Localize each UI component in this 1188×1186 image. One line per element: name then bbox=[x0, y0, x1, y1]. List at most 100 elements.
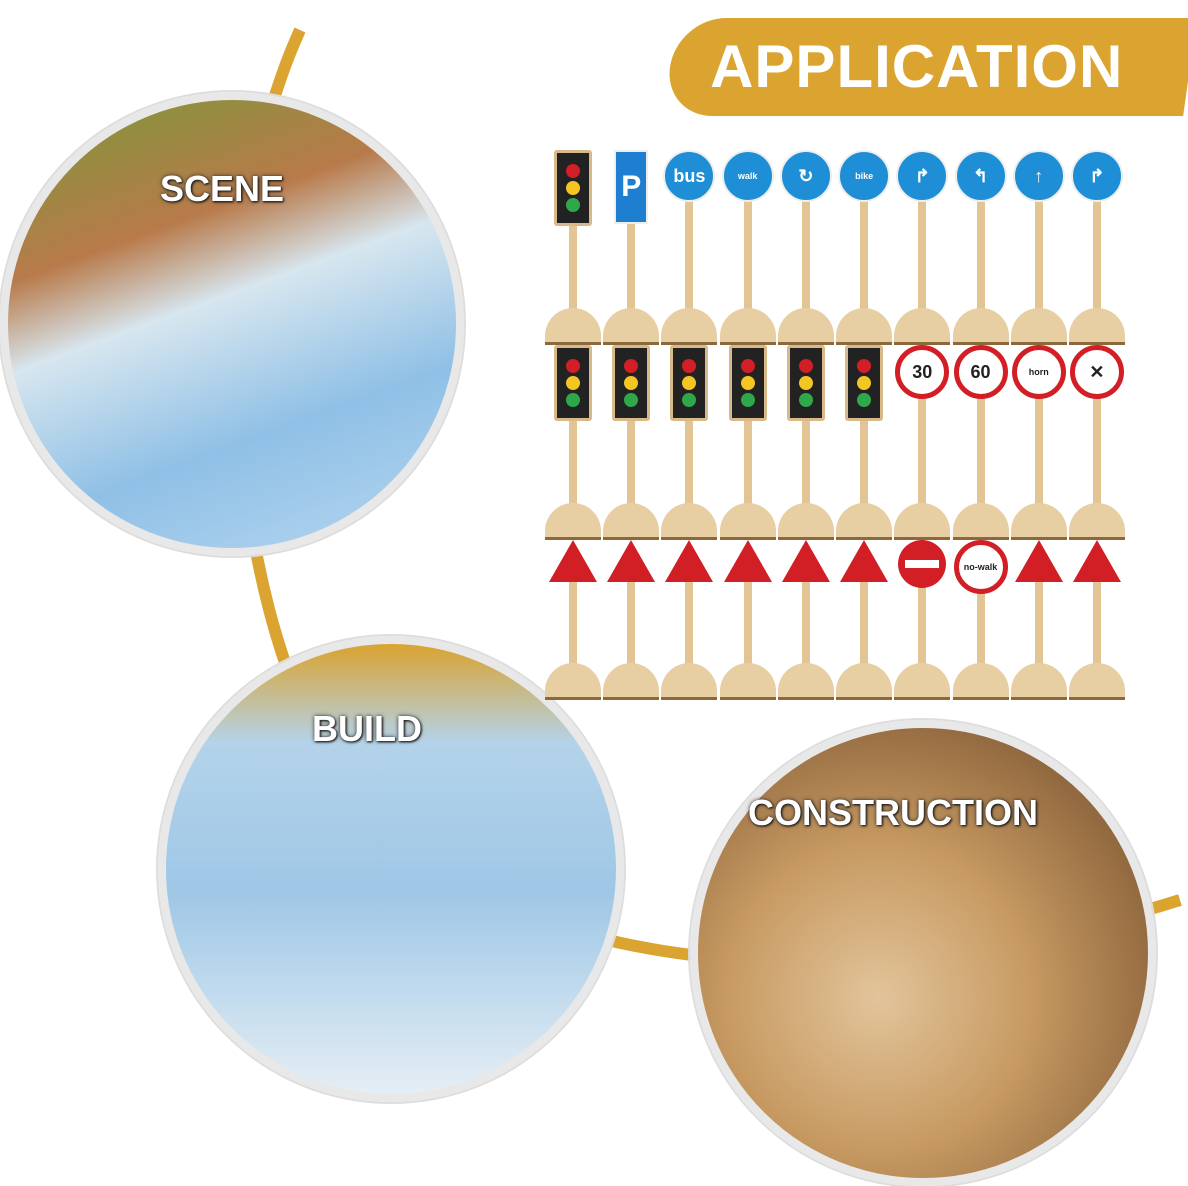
sign-pole bbox=[743, 190, 752, 315]
round-icon: ↱ bbox=[896, 150, 949, 202]
tri-icon bbox=[781, 540, 830, 582]
light-icon bbox=[728, 345, 767, 421]
round-icon: ↰ bbox=[954, 150, 1007, 202]
sign-pole bbox=[918, 190, 927, 315]
lamp bbox=[566, 198, 580, 212]
sign-round: bike bbox=[836, 150, 893, 345]
sign-redring: 60 bbox=[952, 345, 1009, 540]
sign-round: ↑ bbox=[1010, 150, 1067, 345]
light-icon bbox=[554, 345, 592, 421]
sign-base bbox=[661, 663, 718, 700]
sign-row: no-walk bbox=[545, 540, 1125, 700]
lamp bbox=[740, 393, 755, 407]
sign-tri bbox=[545, 540, 601, 700]
round-icon: bike bbox=[838, 150, 891, 202]
lamp bbox=[857, 376, 872, 390]
sign-base bbox=[1068, 308, 1125, 345]
sign-park: P bbox=[603, 150, 660, 345]
round-icon: bus bbox=[663, 150, 716, 202]
noentry-icon bbox=[898, 540, 947, 588]
sign-pole bbox=[976, 385, 985, 510]
sign-pole bbox=[918, 385, 927, 510]
application-banner: APPLICATION bbox=[663, 18, 1188, 116]
sign-redring: ✕ bbox=[1068, 345, 1125, 540]
sign-base bbox=[1010, 503, 1067, 540]
lamp bbox=[798, 376, 813, 390]
light-icon bbox=[845, 345, 884, 421]
lamp bbox=[624, 376, 639, 390]
sign-base bbox=[603, 308, 660, 345]
sign-base bbox=[719, 308, 776, 345]
tri-icon bbox=[665, 540, 714, 582]
sign-light bbox=[719, 345, 776, 540]
round-icon: walk bbox=[721, 150, 774, 202]
tri-icon bbox=[1072, 540, 1121, 582]
round-icon: ↱ bbox=[1070, 150, 1123, 202]
sign-base bbox=[545, 308, 601, 345]
construction-photo bbox=[690, 720, 1156, 1186]
sign-pole bbox=[1034, 580, 1043, 670]
tri-icon bbox=[840, 540, 889, 582]
sign-base bbox=[952, 503, 1009, 540]
sign-redring: no-walk bbox=[952, 540, 1009, 700]
sign-pole bbox=[627, 385, 636, 510]
sign-pole bbox=[976, 190, 985, 315]
sign-base bbox=[777, 308, 834, 345]
light-icon bbox=[670, 345, 709, 421]
sign-tri bbox=[836, 540, 893, 700]
sign-base bbox=[719, 503, 776, 540]
sign-round: ↰ bbox=[952, 150, 1009, 345]
sign-base bbox=[894, 308, 951, 345]
sign-redring: horn bbox=[1010, 345, 1067, 540]
redring-icon: ✕ bbox=[1069, 345, 1124, 399]
sign-pole bbox=[860, 385, 869, 510]
banner-title: APPLICATION bbox=[710, 33, 1124, 100]
lamp bbox=[798, 359, 813, 373]
sign-base bbox=[661, 503, 718, 540]
sign-pole bbox=[1092, 385, 1101, 510]
sign-pole bbox=[569, 580, 577, 670]
sign-base bbox=[777, 503, 834, 540]
sign-base bbox=[836, 663, 893, 700]
lamp bbox=[566, 376, 580, 390]
sign-tri bbox=[1068, 540, 1125, 700]
sign-base bbox=[952, 663, 1009, 700]
sign-noentry bbox=[894, 540, 951, 700]
park-icon: P bbox=[614, 150, 649, 224]
sign-round: walk bbox=[719, 150, 776, 345]
sign-pole bbox=[801, 190, 810, 315]
sign-base bbox=[836, 308, 893, 345]
sign-pole bbox=[1034, 385, 1043, 510]
sign-pole bbox=[743, 580, 752, 670]
sign-pole bbox=[1092, 190, 1101, 315]
sign-pole bbox=[860, 190, 869, 315]
sign-base bbox=[545, 503, 601, 540]
lamp bbox=[682, 376, 697, 390]
scene-label: SCENE bbox=[160, 168, 285, 209]
sign-light bbox=[661, 345, 718, 540]
sign-tri bbox=[1010, 540, 1067, 700]
sign-light bbox=[603, 345, 660, 540]
lamp bbox=[682, 393, 697, 407]
lamp bbox=[566, 359, 580, 373]
sign-pole bbox=[743, 385, 752, 510]
light-icon bbox=[554, 150, 592, 226]
sign-redring: 30 bbox=[894, 345, 951, 540]
sign-base bbox=[836, 503, 893, 540]
sign-base bbox=[777, 663, 834, 700]
sign-pole bbox=[627, 580, 636, 670]
sign-pole bbox=[918, 580, 927, 670]
round-icon: ↻ bbox=[779, 150, 832, 202]
light-icon bbox=[612, 345, 651, 421]
sign-base bbox=[952, 308, 1009, 345]
lamp bbox=[566, 164, 580, 178]
sign-base bbox=[1068, 503, 1125, 540]
sign-base bbox=[1010, 663, 1067, 700]
sign-pole bbox=[801, 580, 810, 670]
construction-label: CONSTRUCTION bbox=[748, 792, 1038, 833]
sign-tri bbox=[661, 540, 718, 700]
sign-pole bbox=[685, 190, 694, 315]
